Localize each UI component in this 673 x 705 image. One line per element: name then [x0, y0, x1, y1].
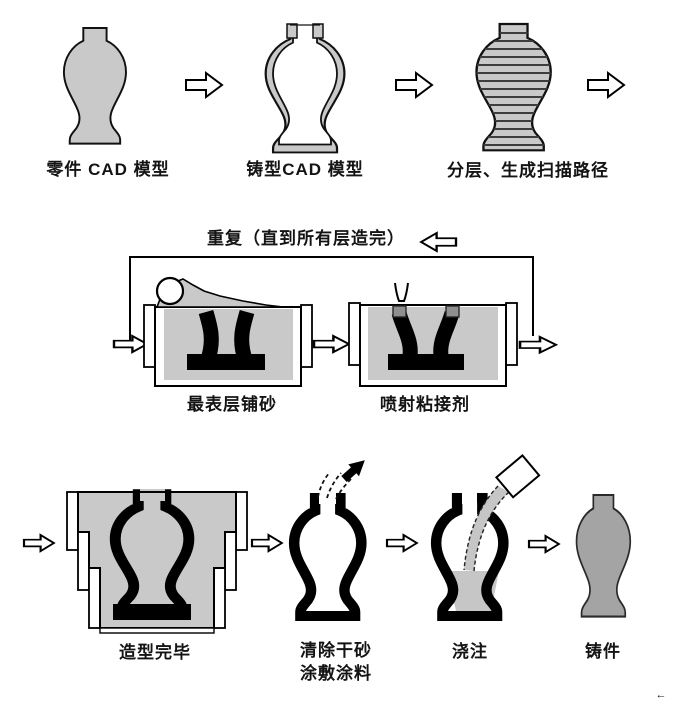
- loop-exit-arrow-icon: [518, 335, 558, 354]
- mold-frame-bar: [224, 531, 237, 591]
- part-vase-shape: [62, 27, 127, 145]
- loop-label: 重复（直到所有层造完）: [207, 229, 405, 248]
- metal-stream: [464, 486, 509, 571]
- loop-back-arrow-icon: [419, 231, 458, 253]
- casting-shape: [575, 493, 632, 618]
- step-label-clean-line2: 涂敷涂料: [300, 664, 372, 683]
- binder-box-figure: [348, 282, 518, 387]
- binder-spot: [445, 305, 460, 318]
- flow-arrow-icon: [527, 534, 560, 554]
- step-label-casting: 铸件: [585, 642, 621, 661]
- mold-frame-bar: [505, 302, 518, 366]
- mold-base-section: [113, 604, 191, 620]
- corner-arrow-mark: ←: [655, 689, 667, 701]
- mold-mouth-opening: [140, 489, 165, 501]
- mold-mouth-opening: [462, 492, 477, 504]
- mold-frame-bar: [143, 304, 156, 368]
- stream-edge: [463, 485, 499, 571]
- recoat-box-figure: [143, 276, 313, 387]
- mold-wall-section: [198, 309, 219, 359]
- mold-frame-bar: [66, 491, 79, 551]
- mold-frame-bar: [88, 567, 101, 629]
- part-cad-vase-figure: [62, 27, 127, 145]
- mold-base-section: [388, 354, 464, 370]
- sand-escape-arrow-icon: [341, 460, 365, 482]
- binder-spot: [392, 305, 407, 318]
- flow-arrow-icon: [587, 72, 625, 98]
- roller-icon: [155, 276, 185, 306]
- slice-layer-lines: [476, 32, 551, 146]
- casting-figure: [575, 493, 632, 618]
- step-label-slicing: 分层、生成扫描路径: [447, 161, 609, 180]
- step-label-mold-done: 造型完毕: [119, 643, 191, 662]
- step-label-pour: 浇注: [452, 642, 488, 661]
- mold-frame-bar: [348, 302, 361, 366]
- step-label-mold-cad: 铸型CAD 模型: [246, 160, 364, 179]
- sand-escape-dash: [326, 472, 342, 499]
- step-label-binder: 喷射粘接剂: [380, 395, 470, 414]
- flow-arrow-icon: [385, 533, 418, 553]
- mold-base-section: [187, 354, 265, 370]
- step-label-part-cad: 零件 CAD 模型: [46, 160, 170, 179]
- step-label-recoat: 最表层铺砂: [187, 395, 277, 414]
- sliced-vase-shape: [475, 22, 552, 152]
- shell-mold-figure: [294, 460, 370, 616]
- flow-arrow-icon: [185, 72, 223, 98]
- repeat-loop-path: [129, 256, 534, 340]
- shell-wall: [294, 498, 361, 616]
- nozzle-icon: [394, 282, 409, 302]
- pour-cup-icon: [494, 454, 541, 499]
- stream-edge: [473, 491, 510, 572]
- flow-arrow-icon: [22, 533, 55, 553]
- mold-rim-right: [312, 23, 324, 39]
- mold-frame-bar: [213, 567, 226, 629]
- step-label-clean-line1: 清除干砂: [300, 641, 372, 660]
- mold-wall-section: [234, 309, 255, 359]
- mold-frame-bar: [235, 491, 248, 551]
- sliced-vase-figure: [475, 22, 552, 152]
- flow-arrow-icon: [250, 533, 283, 553]
- mold-cad-vase-figure: [264, 21, 346, 154]
- mold-frame-bar: [77, 531, 90, 591]
- flow-arrow-icon: [312, 334, 351, 354]
- mold-rim-left: [286, 23, 298, 39]
- sand-escape-dash: [317, 471, 331, 498]
- box-bottom-strip: [99, 627, 215, 634]
- flow-arrow-icon: [395, 72, 433, 98]
- sand-escape-dash: [335, 477, 353, 500]
- mold-frame-bar: [300, 304, 313, 368]
- pouring-figure: [436, 454, 541, 616]
- finished-mold-figure: [66, 489, 248, 634]
